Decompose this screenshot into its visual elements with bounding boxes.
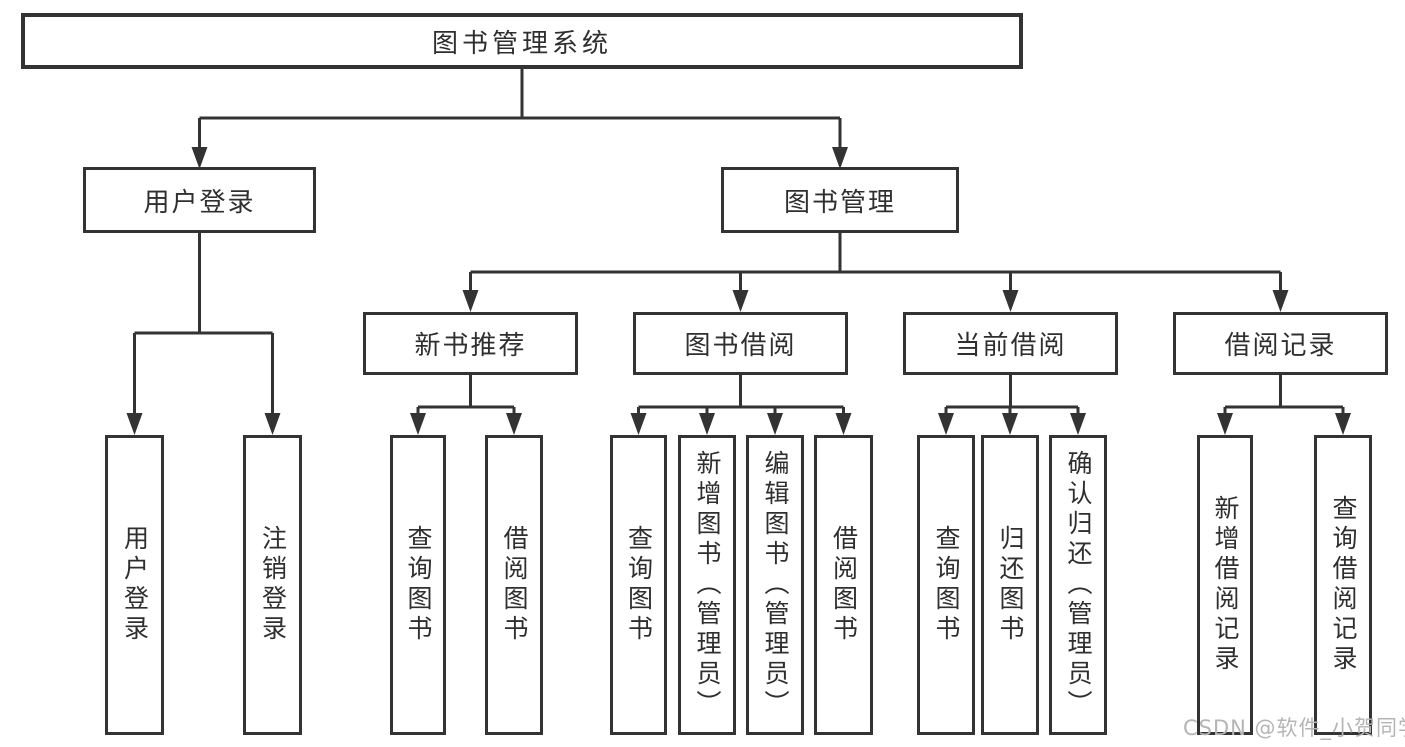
node-nbr-borrow-books-label: 借阅图书 [500, 525, 529, 645]
node-nbr-borrow-books: 借阅图书 [485, 435, 543, 735]
node-bb-query-books-label: 查询图书 [624, 525, 654, 645]
node-bb-edit-books: 编辑图书（管理员） [746, 435, 804, 735]
node-cb-query-books: 查询图书 [917, 435, 975, 735]
node-cb-return-books: 归还图书 [981, 435, 1039, 735]
node-cb-return-books-label: 归还图书 [996, 525, 1025, 645]
node-bb-borrow-books-label: 借阅图书 [829, 525, 859, 645]
node-user-login-branch-label: 用户登录 [143, 187, 256, 218]
connector-lines [134, 69, 1343, 409]
node-logout-label: 注销登录 [258, 525, 288, 645]
node-bb-add-books: 新增图书（管理员） [678, 435, 736, 735]
node-book-management: 图书管理 [721, 167, 959, 233]
node-user-login-branch: 用户登录 [83, 167, 316, 233]
csdn-watermark: CSDN @软件_小贺同学 [1183, 716, 1405, 740]
node-new-book-recommend: 新书推荐 [363, 312, 578, 375]
node-br-query-record: 查询借阅记录 [1314, 435, 1372, 735]
node-cb-confirm-return-label: 确认归还（管理员） [1064, 450, 1093, 720]
node-borrowing-records-label: 借阅记录 [1224, 331, 1337, 361]
node-root-label: 图书管理系统 [431, 28, 612, 59]
node-nbr-query-books-label: 查询图书 [404, 525, 433, 645]
node-bb-add-books-label: 新增图书（管理员） [693, 450, 722, 720]
node-br-add-record: 新增借阅记录 [1197, 435, 1253, 735]
node-new-book-recommend-label: 新书推荐 [414, 331, 527, 361]
node-user-login: 用户登录 [105, 435, 164, 735]
node-cb-query-books-label: 查询图书 [932, 525, 961, 645]
node-bb-edit-books-label: 编辑图书（管理员） [761, 450, 790, 720]
node-current-borrowing-label: 当前借阅 [954, 331, 1067, 361]
node-root: 图书管理系统 [21, 13, 1023, 69]
node-book-borrowing: 图书借阅 [633, 312, 848, 375]
node-br-query-record-label: 查询借阅记录 [1329, 495, 1358, 675]
node-br-add-record-label: 新增借阅记录 [1211, 495, 1240, 675]
arrow-heads [126, 147, 1351, 435]
node-bb-borrow-books: 借阅图书 [814, 435, 873, 735]
node-cb-confirm-return: 确认归还（管理员） [1049, 435, 1107, 735]
node-nbr-query-books: 查询图书 [390, 435, 446, 735]
node-book-management-label: 图书管理 [783, 187, 896, 218]
node-bb-query-books: 查询图书 [610, 435, 667, 735]
node-user-login-label: 用户登录 [120, 525, 150, 645]
node-current-borrowing: 当前借阅 [903, 312, 1118, 375]
node-logout: 注销登录 [243, 435, 302, 735]
node-book-borrowing-label: 图书借阅 [684, 331, 797, 361]
node-borrowing-records: 借阅记录 [1173, 312, 1388, 375]
arrow-shafts [133, 118, 1345, 418]
